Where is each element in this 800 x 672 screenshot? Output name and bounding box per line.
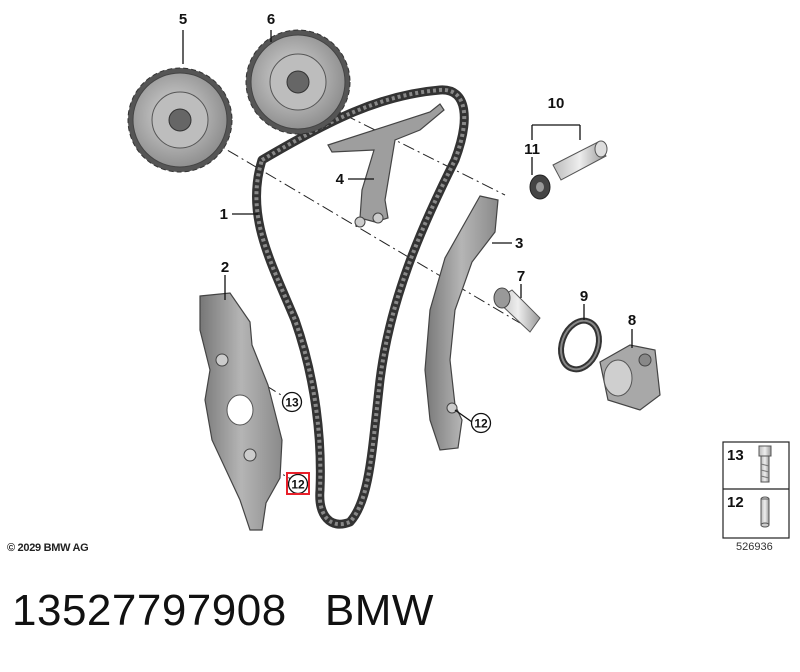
label-part-4: 4: [336, 171, 345, 188]
label-part-6: 6: [267, 11, 275, 28]
diagram-code: 526936: [736, 541, 773, 553]
tensioner-rail-part-3: [424, 195, 499, 451]
legend-item-12-label: 12: [727, 494, 744, 511]
guide-rail-part-2: [199, 292, 283, 531]
o-ring-part-9: [558, 317, 602, 373]
callout-13-label: 13: [285, 396, 299, 410]
part-number-caption: 13527797908 BMW: [12, 586, 434, 635]
label-part-8: 8: [628, 312, 636, 329]
sealing-ring-part-11: [529, 174, 551, 200]
screw-13-icon: [758, 445, 772, 483]
callout-13: 13: [281, 391, 303, 413]
screw-12-icon: [760, 496, 770, 528]
label-part-5: 5: [179, 11, 187, 28]
label-part-2: 2: [221, 259, 229, 276]
central-bolt-part-7: [493, 287, 541, 333]
solenoid-valve-part-8: [599, 344, 661, 411]
callout-12-right: 12: [470, 412, 492, 434]
leader-lines: [182, 30, 633, 423]
label-part-11: 11: [524, 141, 540, 158]
copyright-notice: © 2029 BMW AG: [7, 542, 89, 554]
chain-guide-part-4: [327, 103, 445, 228]
label-part-3: 3: [515, 235, 523, 252]
label-part-1: 1: [220, 206, 228, 223]
chain-tensioner-part-10: [552, 140, 608, 181]
callout-12-left-label: 12: [291, 478, 305, 492]
callout-12-right-label: 12: [474, 417, 488, 431]
label-part-9: 9: [580, 288, 588, 305]
label-part-7: 7: [517, 268, 525, 285]
label-part-10: 10: [548, 95, 565, 112]
fastener-legend: 13 12: [722, 441, 790, 539]
camshaft-sprocket-part-6: [245, 29, 351, 135]
legend-item-13-label: 13: [727, 447, 744, 464]
callout-12-highlighted: 12: [286, 472, 310, 495]
highlight-box: [286, 472, 310, 495]
timing-chain-part-1: [251, 85, 469, 529]
camshaft-sprocket-part-5: [127, 67, 233, 173]
